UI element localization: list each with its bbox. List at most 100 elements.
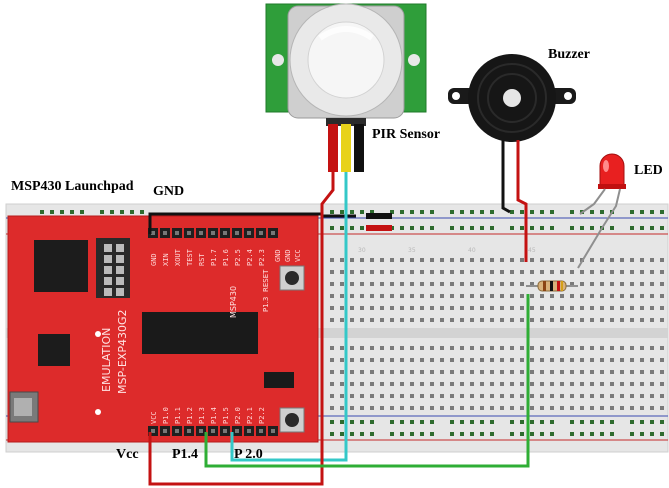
rail-hole: [80, 210, 84, 214]
strip-hole: [440, 394, 444, 398]
strip-hole: [340, 294, 344, 298]
strip-hole: [410, 294, 414, 298]
rail-jumper-black: [366, 213, 392, 219]
strip-hole: [440, 282, 444, 286]
header-pin-hole: [199, 231, 203, 235]
rail-hole: [650, 432, 654, 436]
strip-hole: [390, 370, 394, 374]
rail-hole: [350, 210, 354, 214]
rail-hole: [480, 420, 484, 424]
strip-hole: [470, 306, 474, 310]
strip-hole: [650, 358, 654, 362]
strip-hole: [510, 382, 514, 386]
strip-hole: [660, 346, 664, 350]
header-pin-hole: [175, 429, 179, 433]
strip-hole: [470, 382, 474, 386]
strip-hole: [510, 270, 514, 274]
strip-hole: [530, 294, 534, 298]
pin-label-top: P1.6: [222, 249, 230, 266]
strip-hole: [650, 406, 654, 410]
emulation-label: EMULATION: [100, 328, 113, 392]
strip-hole: [340, 258, 344, 262]
breadboard-holes: [40, 210, 664, 436]
rail-hole: [470, 420, 474, 424]
strip-hole: [460, 346, 464, 350]
rail-hole: [360, 420, 364, 424]
rail-hole: [520, 420, 524, 424]
strip-hole: [660, 394, 664, 398]
strip-hole: [640, 258, 644, 262]
strip-hole: [470, 394, 474, 398]
strip-hole: [410, 270, 414, 274]
strip-hole: [360, 394, 364, 398]
rail-hole: [130, 210, 134, 214]
jumper-pin: [104, 277, 112, 285]
strip-hole: [520, 258, 524, 262]
strip-hole: [630, 394, 634, 398]
strip-hole: [510, 318, 514, 322]
strip-hole: [400, 258, 404, 262]
strip-hole: [640, 294, 644, 298]
strip-hole: [560, 394, 564, 398]
rail-hole: [550, 210, 554, 214]
pin-label-top: GND: [150, 253, 158, 266]
strip-hole: [530, 346, 534, 350]
header-pin-hole: [223, 429, 227, 433]
strip-hole: [650, 270, 654, 274]
strip-hole: [390, 294, 394, 298]
header-pin-hole: [211, 429, 215, 433]
strip-hole: [360, 306, 364, 310]
strip-hole: [500, 394, 504, 398]
strip-hole: [420, 382, 424, 386]
pin-label-vcc: VCC: [294, 249, 302, 262]
strip-hole: [650, 382, 654, 386]
rail-hole: [330, 432, 334, 436]
user-button: [279, 407, 305, 433]
header-pin-hole: [187, 429, 191, 433]
rail-hole: [630, 420, 634, 424]
strip-hole: [370, 270, 374, 274]
strip-hole: [600, 346, 604, 350]
strip-hole: [490, 306, 494, 310]
strip-hole: [660, 306, 664, 310]
strip-hole: [510, 294, 514, 298]
strip-hole: [360, 282, 364, 286]
strip-hole: [530, 306, 534, 310]
strip-hole: [460, 294, 464, 298]
strip-hole: [620, 318, 624, 322]
strip-hole: [500, 306, 504, 310]
strip-hole: [650, 346, 654, 350]
strip-hole: [620, 382, 624, 386]
msp430-launchpad-board: EMULATION MSP-EXP430G2 MSP430 P1.3 RESET…: [7, 215, 319, 443]
strip-hole: [360, 294, 364, 298]
strip-hole: [510, 258, 514, 262]
strip-hole: [330, 306, 334, 310]
buzzer-black-wire: [501, 140, 511, 214]
header-pin-hole: [247, 231, 251, 235]
board-model-label: MSP-EXP430G2: [116, 310, 129, 394]
strip-hole: [590, 346, 594, 350]
strip-hole: [560, 270, 564, 274]
pir-red-lead: [328, 124, 338, 172]
strip-hole: [500, 406, 504, 410]
rail-hole: [400, 210, 404, 214]
rail-hole: [390, 432, 394, 436]
strip-hole: [470, 282, 474, 286]
strip-hole: [370, 306, 374, 310]
strip-hole: [540, 306, 544, 310]
strip-hole: [490, 282, 494, 286]
rail-hole: [330, 210, 334, 214]
rail-hole: [490, 432, 494, 436]
pin-label-bottom: P1.5: [222, 407, 230, 424]
col-label-45: 45: [528, 247, 536, 254]
strip-hole: [380, 358, 384, 362]
strip-hole: [400, 346, 404, 350]
strip-hole: [590, 318, 594, 322]
strip-hole: [350, 370, 354, 374]
pin-label-top: TEST: [186, 248, 194, 266]
rail-hole: [390, 210, 394, 214]
jumper-pin: [104, 244, 112, 252]
rail-hole: [410, 210, 414, 214]
strip-hole: [470, 258, 474, 262]
strip-hole: [660, 358, 664, 362]
